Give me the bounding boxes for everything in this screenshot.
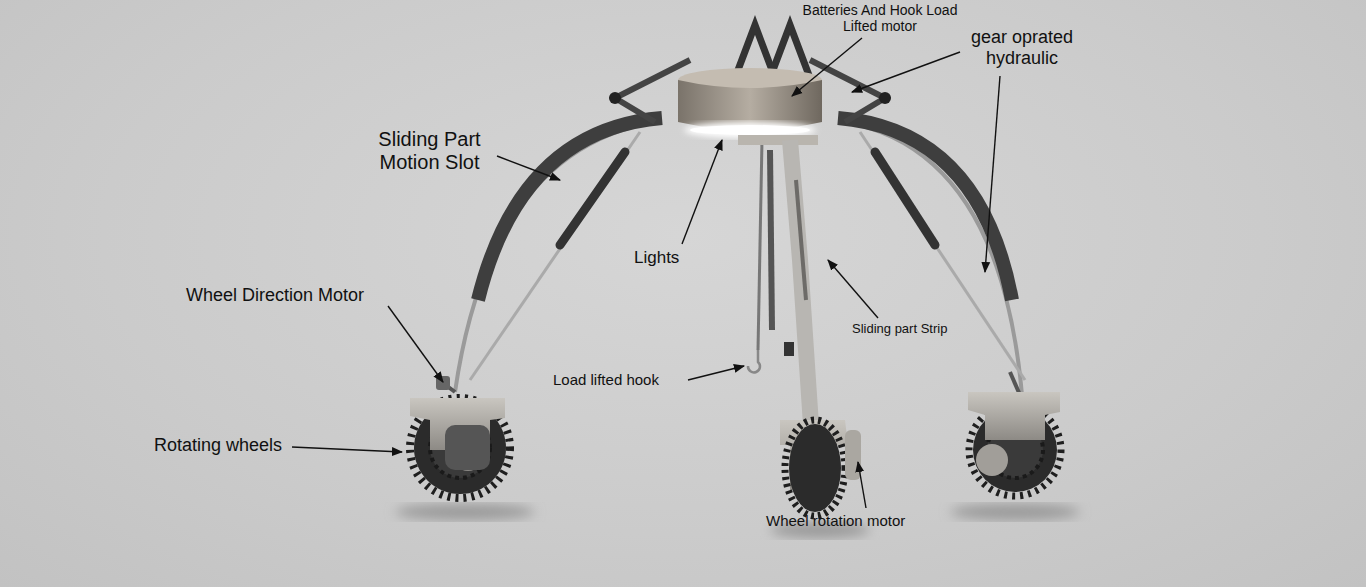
leader-line: [985, 76, 1000, 272]
part-label: Wheel Direction Motor: [186, 285, 364, 306]
part-label: Wheel rotation motor: [766, 512, 905, 529]
motion-slot: [478, 118, 662, 300]
rotation-motor: [845, 430, 861, 480]
wheel: [789, 424, 841, 512]
wheel-fork: [968, 392, 1060, 440]
leader-line: [497, 156, 560, 180]
leader-line: [388, 306, 443, 382]
leader-line: [852, 52, 960, 92]
hydraulic-cylinder: [875, 152, 935, 245]
part-label: Sliding Part Motion Slot: [362, 128, 497, 174]
part-label: gear oprated hydraulic: [952, 27, 1092, 68]
part-label: Rotating wheels: [154, 435, 282, 456]
sliding-strip: [790, 140, 812, 440]
hub-cap: [976, 444, 1008, 476]
wheel-spikes: [785, 420, 845, 516]
part-label: Batteries And Hook Load Lifted motor: [800, 2, 960, 34]
leader-line: [688, 366, 744, 380]
hook-cylinder: [770, 150, 772, 330]
light-ring: [690, 125, 810, 135]
leader-lines: [292, 38, 1000, 508]
wheel-spikes: [410, 398, 510, 498]
hook: [748, 350, 760, 372]
hydraulic-rod: [860, 132, 1025, 380]
leader-line: [858, 462, 866, 508]
motion-slot: [838, 118, 1012, 300]
leader-line: [828, 260, 878, 318]
leader-line: [682, 140, 722, 244]
shadow: [950, 504, 1080, 520]
hook-clamp: [784, 342, 794, 356]
hydraulic-cylinder: [560, 152, 625, 245]
hook-rod: [758, 140, 762, 350]
part-label: Load lifted hook: [553, 371, 659, 388]
part-label: Lights: [634, 248, 679, 268]
direction-motor: [436, 376, 450, 390]
hydraulic-rod: [470, 132, 640, 380]
part-label: Sliding part Strip: [852, 322, 947, 337]
leader-line: [792, 38, 862, 96]
hub-base: [738, 135, 818, 145]
shadow: [395, 504, 535, 520]
leader-line: [292, 447, 402, 452]
